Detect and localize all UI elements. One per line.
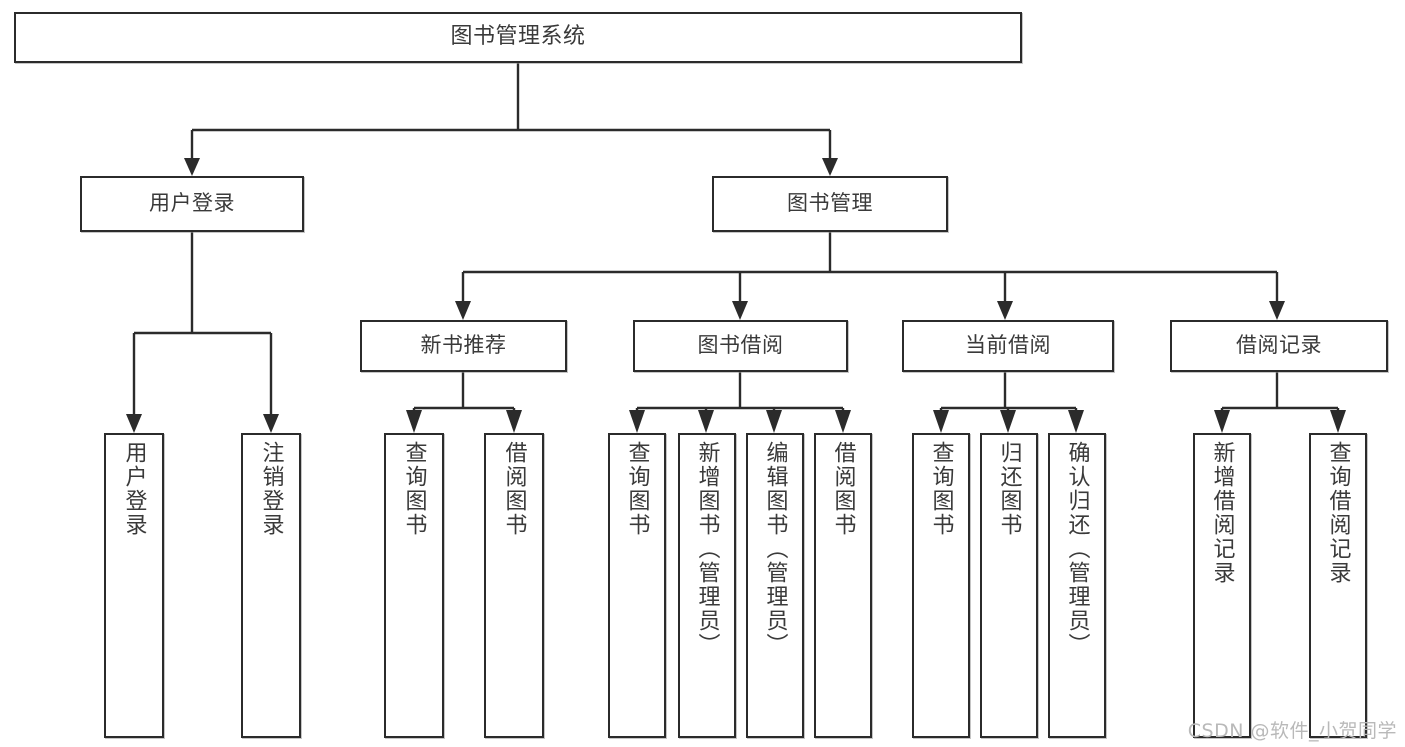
node-user-login-label: 用户登录 bbox=[149, 191, 235, 216]
arrow-newbook-leaf-1 bbox=[406, 410, 422, 433]
arrow-to-new-book-recommend bbox=[455, 301, 471, 320]
node-borrow-record[interactable]: 借阅记录 bbox=[1170, 320, 1388, 372]
node-leaf-logout-label: 注销登录 bbox=[258, 441, 284, 537]
node-leaf-borrowrecord-query-record[interactable]: 查询借阅记录 bbox=[1309, 433, 1367, 738]
node-leaf-newbook-borrow-book-label: 借阅图书 bbox=[501, 441, 527, 537]
node-book-management[interactable]: 图书管理 bbox=[712, 176, 948, 232]
node-new-book-recommend[interactable]: 新书推荐 bbox=[360, 320, 567, 372]
node-book-borrow[interactable]: 图书借阅 bbox=[633, 320, 848, 372]
node-book-borrow-label: 图书借阅 bbox=[697, 333, 784, 358]
node-root-book-management-system[interactable]: 图书管理系统 bbox=[14, 12, 1022, 63]
node-borrow-record-label: 借阅记录 bbox=[1236, 333, 1322, 358]
arrow-bookborrow-leaf-4 bbox=[835, 410, 851, 433]
node-leaf-newbook-borrow-book[interactable]: 借阅图书 bbox=[484, 433, 544, 738]
node-new-book-recommend-label: 新书推荐 bbox=[420, 333, 507, 358]
arrow-currentborrow-leaf-2 bbox=[1000, 410, 1016, 433]
arrow-newbook-leaf-2 bbox=[506, 410, 522, 433]
arrow-to-logout-leaf bbox=[263, 414, 279, 433]
node-leaf-user-login-label: 用户登录 bbox=[121, 441, 147, 537]
arrow-bookborrow-leaf-1 bbox=[629, 410, 645, 433]
arrow-to-book-borrow bbox=[732, 301, 748, 320]
node-leaf-currentborrow-query-book[interactable]: 查询图书 bbox=[912, 433, 970, 738]
arrow-to-user-login-leaf bbox=[126, 414, 142, 433]
node-leaf-bookborrow-edit-book-label: 编辑图书（管理员） bbox=[762, 441, 788, 657]
node-leaf-currentborrow-return-book[interactable]: 归还图书 bbox=[980, 433, 1038, 738]
node-leaf-borrowrecord-add-record-label: 新增借阅记录 bbox=[1209, 441, 1235, 585]
node-leaf-borrowrecord-add-record[interactable]: 新增借阅记录 bbox=[1193, 433, 1251, 738]
node-leaf-bookborrow-query-book[interactable]: 查询图书 bbox=[608, 433, 666, 738]
node-leaf-borrowrecord-query-record-label: 查询借阅记录 bbox=[1325, 441, 1351, 585]
arrow-bookborrow-leaf-3 bbox=[766, 410, 782, 433]
node-leaf-bookborrow-add-book-label: 新增图书（管理员） bbox=[694, 441, 720, 657]
node-leaf-logout[interactable]: 注销登录 bbox=[241, 433, 301, 738]
node-book-management-label: 图书管理 bbox=[787, 191, 873, 216]
arrow-to-current-borrow bbox=[997, 301, 1013, 320]
node-leaf-currentborrow-query-book-label: 查询图书 bbox=[928, 441, 954, 537]
node-leaf-newbook-query-book-label: 查询图书 bbox=[401, 441, 427, 537]
node-leaf-bookborrow-borrow-book[interactable]: 借阅图书 bbox=[814, 433, 872, 738]
node-leaf-currentborrow-return-book-label: 归还图书 bbox=[996, 441, 1022, 537]
arrow-to-user-login bbox=[184, 158, 200, 176]
csdn-watermark: CSDN @软件_小贺同学 bbox=[1187, 720, 1397, 742]
arrow-borrowrecord-leaf-1 bbox=[1214, 410, 1230, 433]
node-leaf-newbook-query-book[interactable]: 查询图书 bbox=[384, 433, 444, 738]
arrow-bookborrow-leaf-2 bbox=[698, 410, 714, 433]
node-root-label: 图书管理系统 bbox=[450, 24, 586, 50]
arrow-currentborrow-leaf-3 bbox=[1068, 410, 1084, 433]
node-leaf-bookborrow-edit-book[interactable]: 编辑图书（管理员） bbox=[746, 433, 804, 738]
node-leaf-bookborrow-add-book[interactable]: 新增图书（管理员） bbox=[678, 433, 736, 738]
node-current-borrow-label: 当前借阅 bbox=[965, 333, 1051, 358]
arrow-currentborrow-leaf-1 bbox=[933, 410, 949, 433]
node-leaf-currentborrow-confirm-return[interactable]: 确认归还（管理员） bbox=[1048, 433, 1106, 738]
arrow-borrowrecord-leaf-2 bbox=[1330, 410, 1346, 433]
node-leaf-currentborrow-confirm-return-label: 确认归还（管理员） bbox=[1064, 441, 1090, 657]
node-user-login[interactable]: 用户登录 bbox=[80, 176, 304, 232]
node-current-borrow[interactable]: 当前借阅 bbox=[902, 320, 1114, 372]
arrow-to-book-management bbox=[822, 158, 838, 176]
arrow-to-borrow-record bbox=[1269, 301, 1285, 320]
node-leaf-user-login[interactable]: 用户登录 bbox=[104, 433, 164, 738]
node-leaf-bookborrow-borrow-book-label: 借阅图书 bbox=[830, 441, 856, 537]
node-leaf-bookborrow-query-book-label: 查询图书 bbox=[624, 441, 650, 537]
